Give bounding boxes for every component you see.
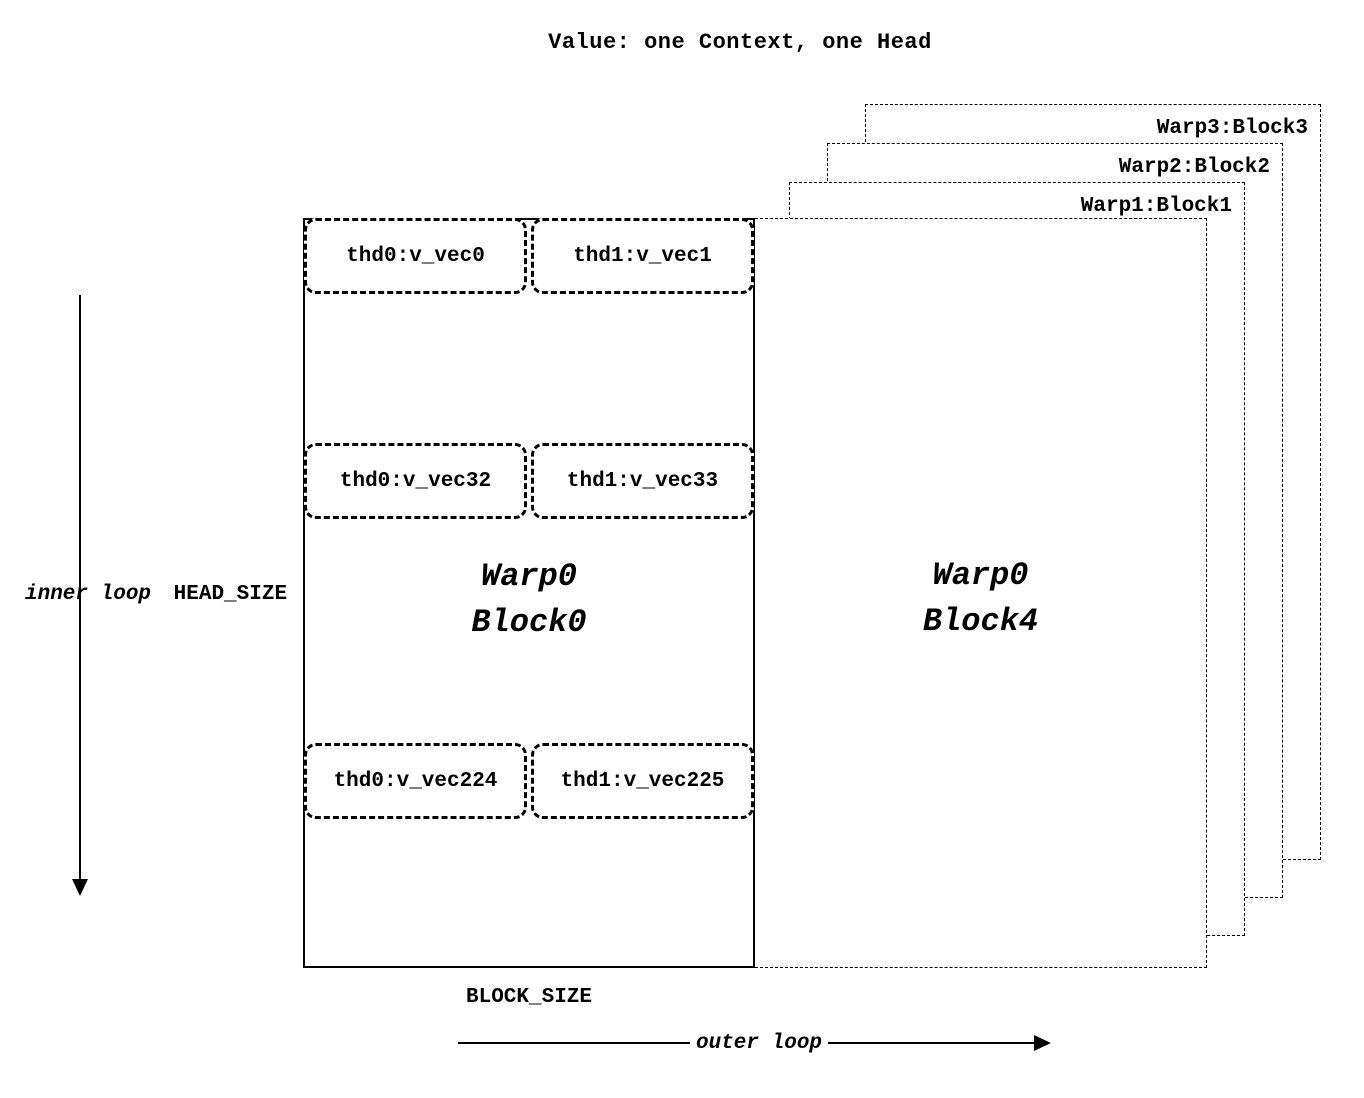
front-layer: Warp0 Block4 Warp0 Block0 thd0:v_vec0 th… [303, 218, 1207, 968]
warp0-block4-label-line1: Warp0 [932, 557, 1029, 594]
thread-vector-row-1: thd0:v_vec32 thd1:v_vec33 [303, 443, 755, 519]
thread-vector-row-2: thd0:v_vec224 thd1:v_vec225 [303, 743, 755, 819]
block-size-label: BLOCK_SIZE [465, 986, 593, 1009]
warp0-block0-label: Warp0 Block0 [305, 554, 753, 646]
inner-loop-arrow-line [79, 295, 81, 881]
outer-loop-arrowhead-icon [1034, 1035, 1051, 1051]
layer-label-warp3: Warp3:Block3 [1154, 117, 1310, 140]
head-size-text: HEAD_SIZE [173, 583, 288, 606]
warp0-block0-region: Warp0 Block0 [303, 218, 755, 968]
thread-vector-cell: thd0:v_vec0 [304, 218, 527, 294]
thread-vector-cell: thd0:v_vec32 [304, 443, 527, 519]
warp0-block0-label-line2: Block0 [471, 604, 587, 641]
thread-vector-row-0: thd0:v_vec0 thd1:v_vec1 [303, 218, 755, 294]
warp0-block0-label-line1: Warp0 [480, 558, 577, 595]
inner-loop-text: inner loop [25, 583, 152, 606]
outer-loop-label: outer loop [690, 1032, 829, 1055]
thread-vector-cell: thd0:v_vec224 [304, 743, 527, 819]
thread-vector-cell: thd1:v_vec33 [531, 443, 754, 519]
warp0-block4-region: Warp0 Block4 [755, 218, 1207, 968]
layer-label-warp1: Warp1:Block1 [1078, 195, 1234, 218]
thread-vector-cell: thd1:v_vec1 [531, 218, 754, 294]
inner-loop-arrowhead-icon [72, 879, 88, 896]
thread-vector-cell: thd1:v_vec225 [531, 743, 754, 819]
diagram-title: Value: one Context, one Head [548, 30, 932, 55]
warp0-block4-label: Warp0 Block4 [755, 553, 1206, 645]
warp0-block4-label-line2: Block4 [922, 603, 1039, 640]
inner-loop-label: inner loop HEAD_SIZE [25, 583, 287, 606]
layer-label-warp2: Warp2:Block2 [1116, 156, 1272, 179]
